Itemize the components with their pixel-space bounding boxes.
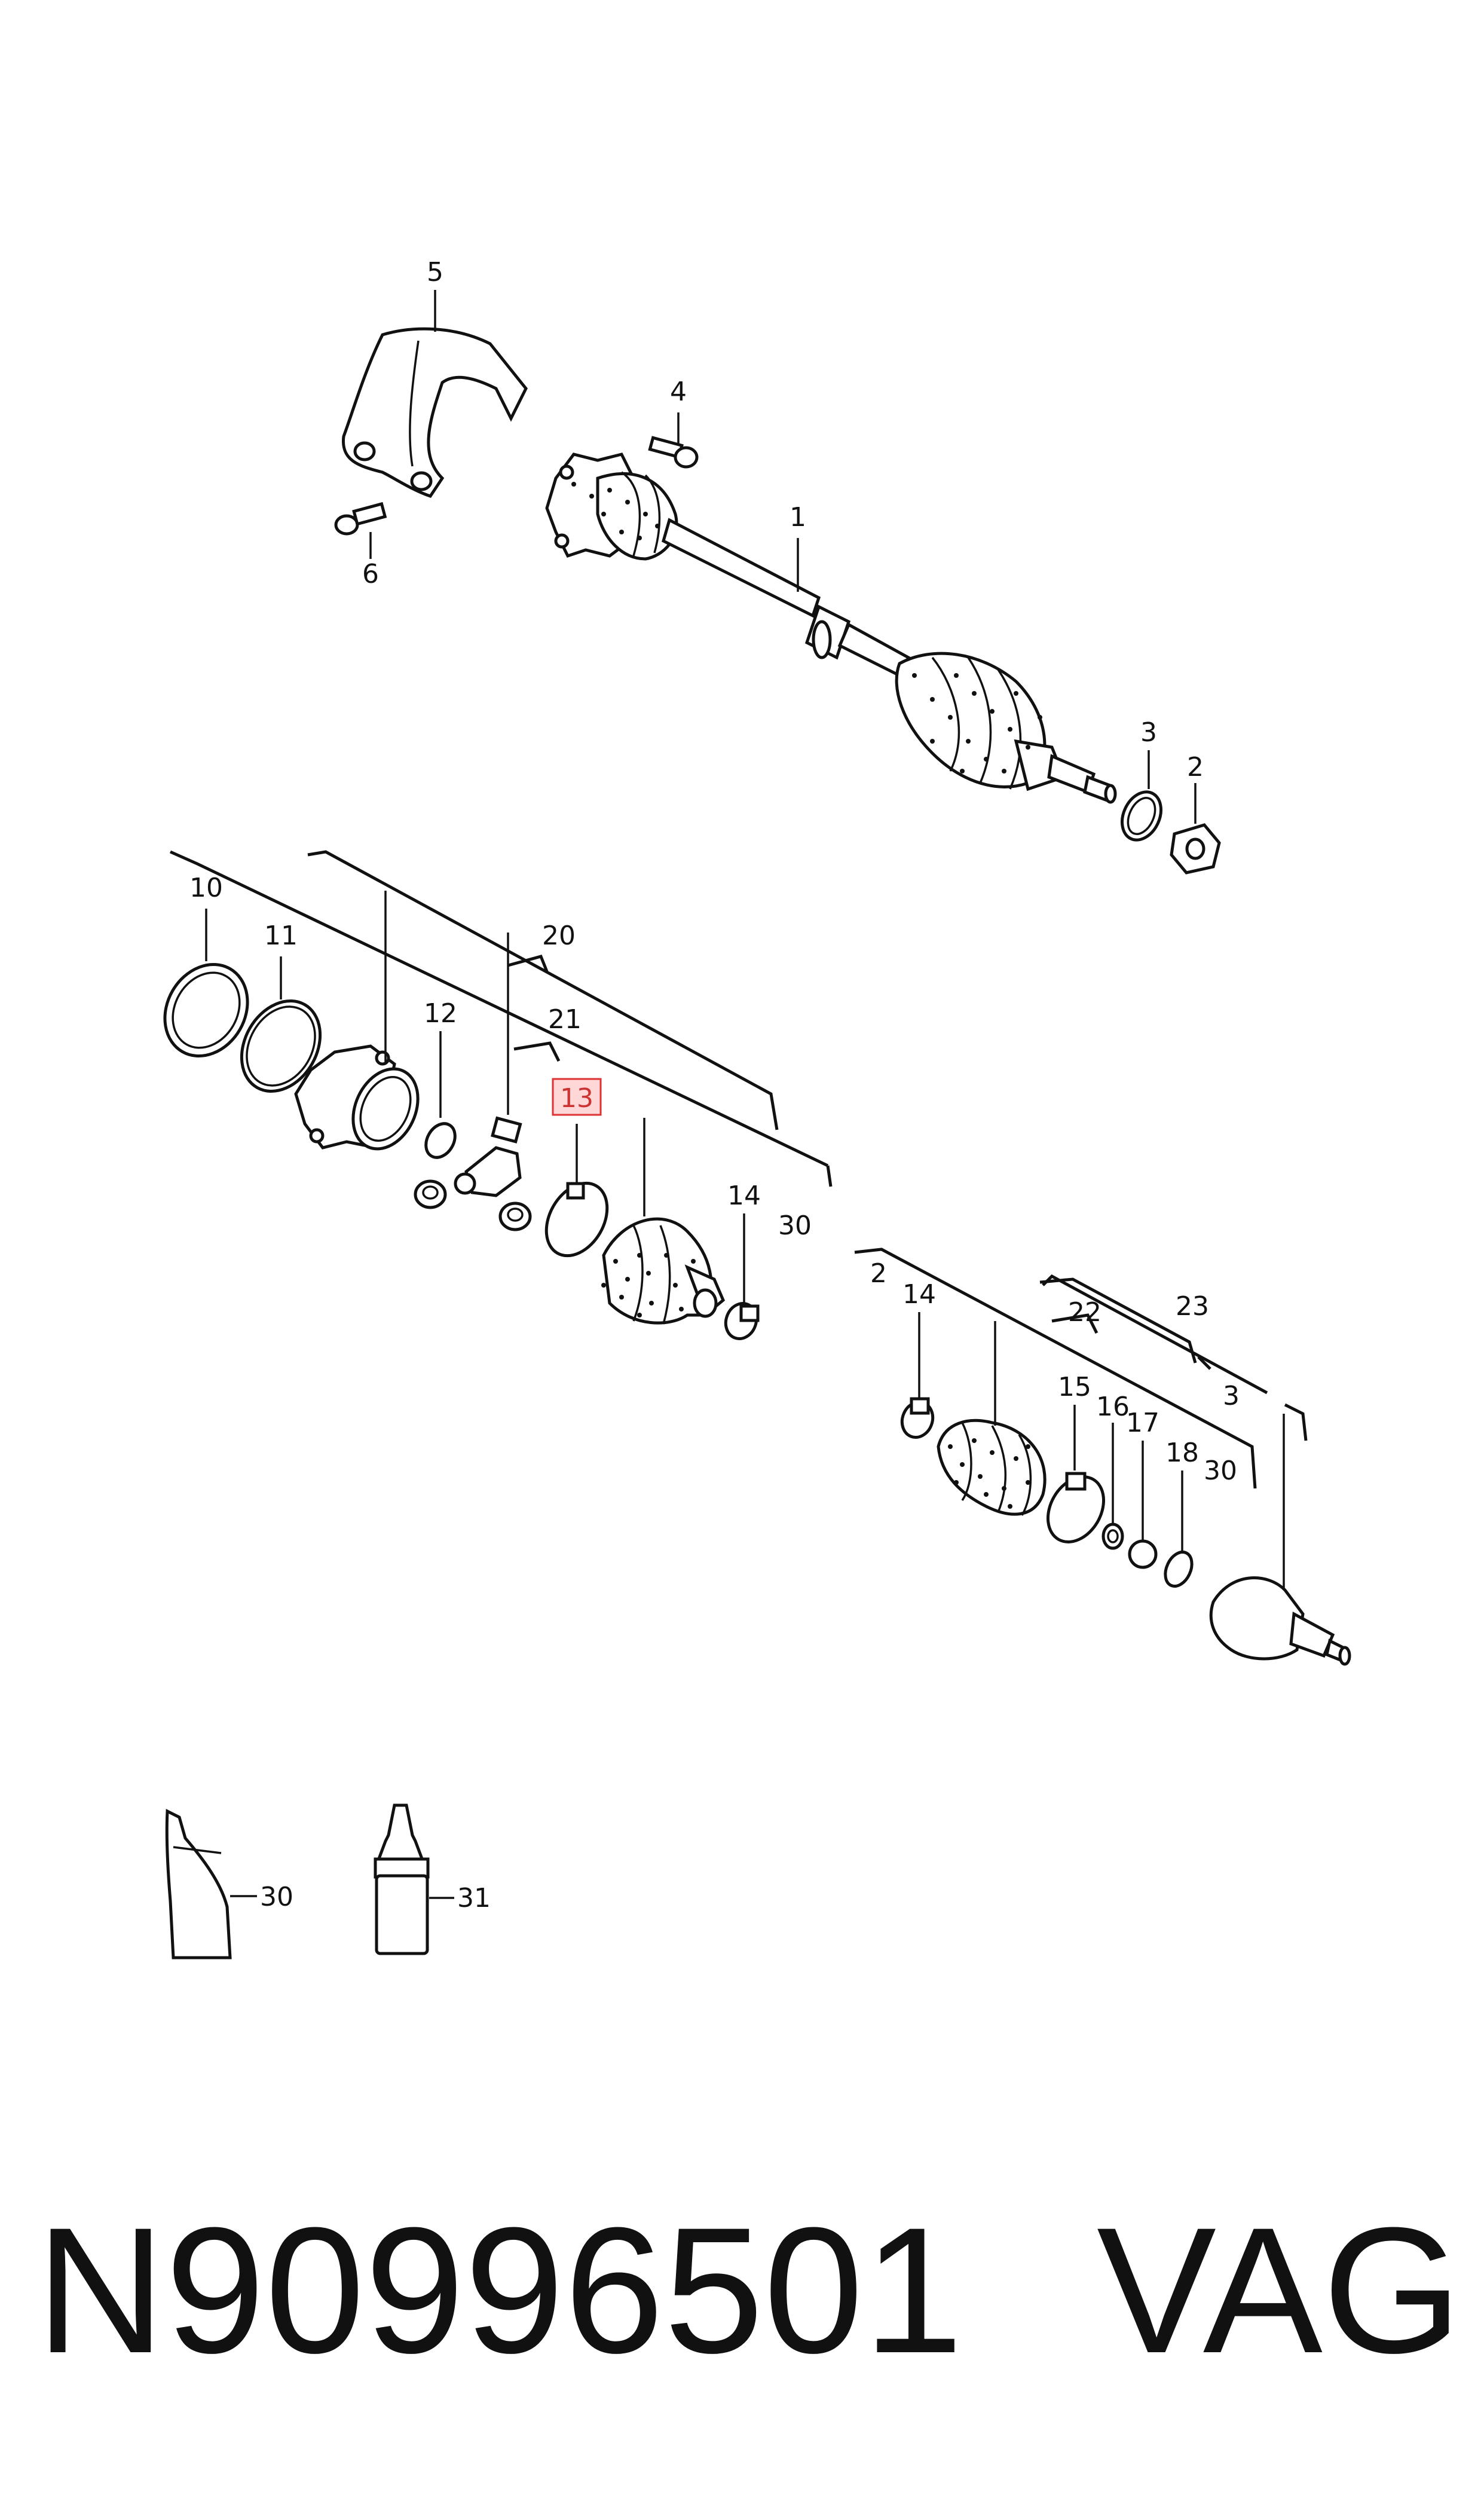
heat-shield-part-5 bbox=[341, 327, 528, 498]
part-number-text: N90996501 bbox=[36, 2190, 963, 2390]
bolt-part-6 bbox=[334, 502, 387, 536]
clamp-part-13 bbox=[544, 1181, 609, 1258]
part-label-2-right: 2 bbox=[870, 1258, 887, 1289]
part-label-14-left: 14 bbox=[727, 1181, 761, 1211]
part-label-31: 31 bbox=[457, 1883, 491, 1913]
tripod-joint bbox=[454, 1116, 522, 1197]
part-label-4: 4 bbox=[670, 377, 687, 407]
highlight-box-13 bbox=[552, 1078, 602, 1116]
bolt-part-4 bbox=[648, 436, 699, 469]
grease-tube-part-30 bbox=[165, 1809, 232, 1959]
part-label-30-bottom: 30 bbox=[260, 1882, 293, 1912]
ring-part-10 bbox=[163, 962, 249, 1058]
part-label-16: 16 bbox=[1096, 1392, 1130, 1422]
outer-joint bbox=[1209, 1576, 1351, 1666]
boot-left bbox=[601, 1217, 726, 1325]
part-label-30-left: 30 bbox=[778, 1210, 812, 1241]
sealant-bottle-part-31 bbox=[374, 1803, 430, 1955]
part-label-10: 10 bbox=[189, 873, 223, 903]
part-label-3-top: 3 bbox=[1140, 717, 1157, 748]
brand-text: VAG bbox=[1097, 2190, 1462, 2390]
part-label-3-right: 3 bbox=[1223, 1381, 1240, 1411]
joint-housing bbox=[294, 1044, 420, 1151]
part-label-11: 11 bbox=[264, 921, 298, 951]
part-label-23: 23 bbox=[1176, 1291, 1209, 1322]
clamp-part-14-left bbox=[724, 1302, 760, 1340]
circlip-part-12 bbox=[424, 1122, 457, 1159]
washer-part-16 bbox=[1101, 1523, 1124, 1550]
clamp-part-14-right bbox=[900, 1397, 935, 1439]
cap-small bbox=[414, 1179, 447, 1209]
clamp-part-15 bbox=[1046, 1472, 1106, 1543]
ring-part-3-top bbox=[1121, 790, 1162, 842]
gasket-part-11 bbox=[240, 999, 322, 1093]
part-label-17: 17 bbox=[1126, 1408, 1159, 1438]
part-label-13: 13 bbox=[560, 1083, 593, 1114]
cone-part-17 bbox=[1128, 1539, 1158, 1569]
part-label-20: 20 bbox=[542, 921, 576, 951]
drive-shaft-part-1 bbox=[545, 453, 1117, 804]
part-label-30-right: 30 bbox=[1204, 1456, 1237, 1486]
bracket-group-right bbox=[854, 1248, 1308, 1489]
part-label-6: 6 bbox=[362, 559, 379, 589]
nut-part-2-top bbox=[1170, 823, 1221, 875]
boot-right bbox=[937, 1419, 1047, 1516]
cap-small-2 bbox=[498, 1202, 532, 1231]
bracket-group-left bbox=[169, 850, 833, 1187]
part-label-22: 22 bbox=[1068, 1297, 1101, 1328]
part-label-5: 5 bbox=[427, 257, 443, 288]
part-label-18: 18 bbox=[1165, 1438, 1199, 1468]
circlip-part-18 bbox=[1164, 1551, 1194, 1588]
part-label-14-right: 14 bbox=[902, 1279, 936, 1310]
part-label-21: 21 bbox=[548, 1004, 582, 1035]
part-label-1: 1 bbox=[790, 502, 806, 533]
part-label-2-top: 2 bbox=[1187, 752, 1204, 782]
part-label-15: 15 bbox=[1058, 1372, 1091, 1402]
part-label-12: 12 bbox=[424, 998, 457, 1029]
